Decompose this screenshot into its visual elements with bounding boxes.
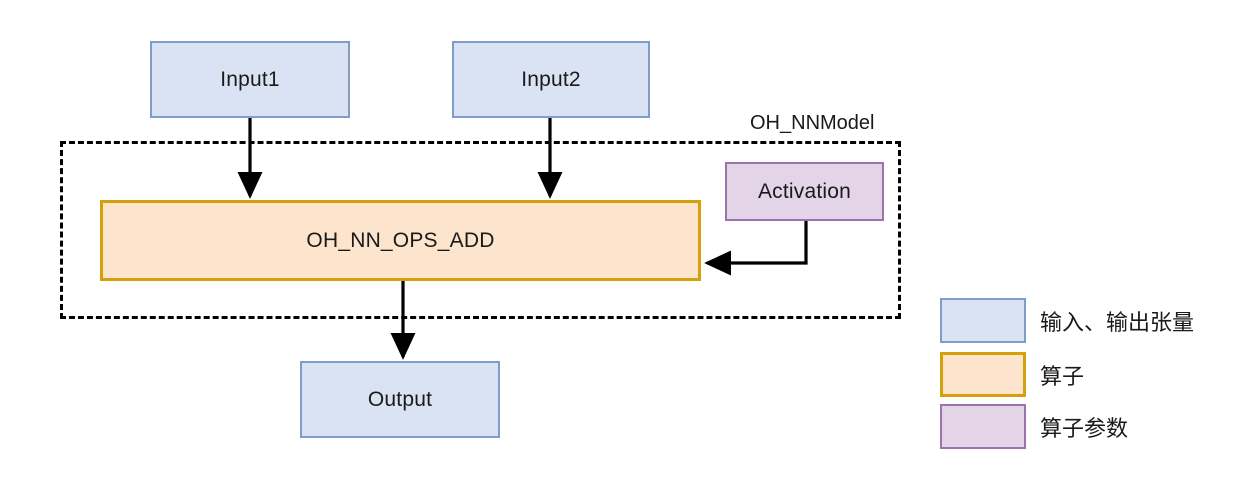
- node-input1-label: Input1: [220, 67, 280, 91]
- legend-item-operator: 算子: [940, 352, 1084, 397]
- legend: 输入、输出张量 算子 算子参数: [940, 298, 1230, 449]
- legend-swatch-tensor-icon: [940, 298, 1026, 343]
- legend-swatch-operator-param-icon: [940, 404, 1026, 449]
- node-operator-add-label: OH_NN_OPS_ADD: [306, 228, 495, 252]
- node-operator-add[interactable]: OH_NN_OPS_ADD: [100, 200, 701, 281]
- node-activation[interactable]: Activation: [725, 162, 884, 221]
- node-input1[interactable]: Input1: [150, 41, 350, 118]
- oh-nnmodel-frame: [60, 141, 901, 319]
- legend-label-operator-param: 算子参数: [1040, 415, 1129, 441]
- node-input2[interactable]: Input2: [452, 41, 650, 118]
- legend-item-operator-param: 算子参数: [940, 404, 1128, 449]
- node-input2-label: Input2: [521, 67, 581, 91]
- node-output-label: Output: [367, 387, 433, 411]
- node-activation-label: Activation: [757, 179, 852, 203]
- legend-label-tensor: 输入、输出张量: [1040, 309, 1195, 335]
- legend-swatch-operator-icon: [940, 352, 1026, 397]
- node-output[interactable]: Output: [300, 361, 500, 438]
- legend-label-operator: 算子: [1040, 363, 1085, 389]
- oh-nnmodel-frame-label: OH_NNModel: [750, 112, 875, 134]
- legend-item-tensor: 输入、输出张量: [940, 298, 1194, 343]
